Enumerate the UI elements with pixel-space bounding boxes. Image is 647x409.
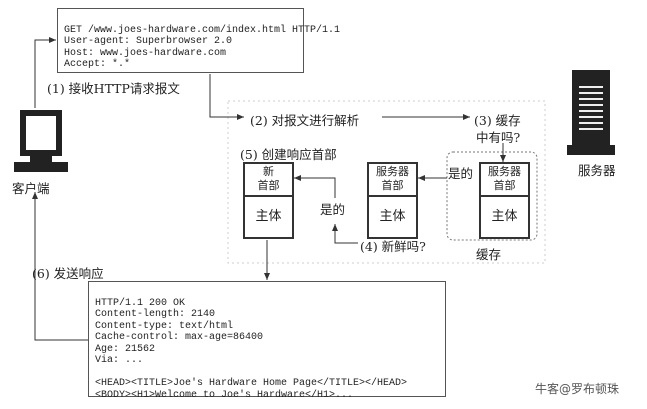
- cached-message: 服务器首部 主体: [479, 162, 530, 239]
- step-6-label: (6) 发送响应: [32, 266, 104, 281]
- response-line: <HEAD><TITLE>Joe's Hardware Home Page</T…: [95, 378, 408, 389]
- watermark: 牛客@罗布顿珠: [535, 382, 620, 396]
- client-computer-icon: [12, 110, 68, 176]
- client-label: 客户端: [12, 181, 50, 196]
- step-3-label-cont: 中有吗?: [476, 130, 521, 145]
- response-line: Via: ...: [95, 355, 144, 366]
- response-line: HTTP/1.1 200 OK: [95, 297, 186, 309]
- server-header-message: 服务器首部 主体: [367, 162, 418, 239]
- header-label: 首部: [493, 179, 516, 192]
- step-3-label: (3) 缓存: [474, 113, 521, 128]
- response-line: [95, 367, 445, 379]
- server-label: 服务器: [578, 163, 616, 178]
- response-line: Content-length: 2140: [95, 309, 216, 320]
- response-line: Content-type: text/html: [95, 320, 234, 332]
- request-line: Accept: *.*: [64, 59, 131, 70]
- yes-label: 是的: [320, 202, 346, 217]
- header-label: 首部: [257, 179, 280, 192]
- step-4-label: (4) 新鲜吗?: [360, 239, 426, 254]
- body-label: 主体: [255, 209, 282, 224]
- step-5-label: (5) 创建响应首部: [240, 147, 337, 162]
- cache-label: 缓存: [476, 247, 502, 262]
- request-line: User-agent: Superbrowser 2.0: [64, 36, 233, 47]
- request-line: Host: www.joes-hardware.com: [64, 47, 227, 59]
- response-line: <BODY><H1>Welcome to Joe's Hardware</H1>…: [95, 389, 354, 401]
- response-line: Cache-control: max-age=86400: [95, 332, 264, 343]
- yes-label: 是的: [448, 166, 474, 181]
- request-line: GET /www.joes-hardware.com/index.html HT…: [64, 24, 341, 36]
- body-label: 主体: [491, 209, 518, 224]
- body-label: 主体: [379, 209, 406, 224]
- header-label: 首部: [381, 179, 404, 192]
- new-header-message: 新首部 主体: [243, 162, 294, 239]
- step-1-label: (1) 接收HTTP请求报文: [47, 81, 180, 96]
- server-icon: [567, 70, 615, 155]
- header-label: 新: [263, 165, 274, 178]
- process-area: [227, 100, 546, 264]
- header-label: 服务器: [376, 165, 409, 178]
- cache-outline: [446, 151, 538, 241]
- response-line: Age: 21562: [95, 343, 156, 355]
- request-message: GET /www.joes-hardware.com/index.html HT…: [57, 8, 341, 73]
- step-2-label: (2) 对报文进行解析: [250, 113, 360, 128]
- header-label: 服务器: [488, 165, 521, 178]
